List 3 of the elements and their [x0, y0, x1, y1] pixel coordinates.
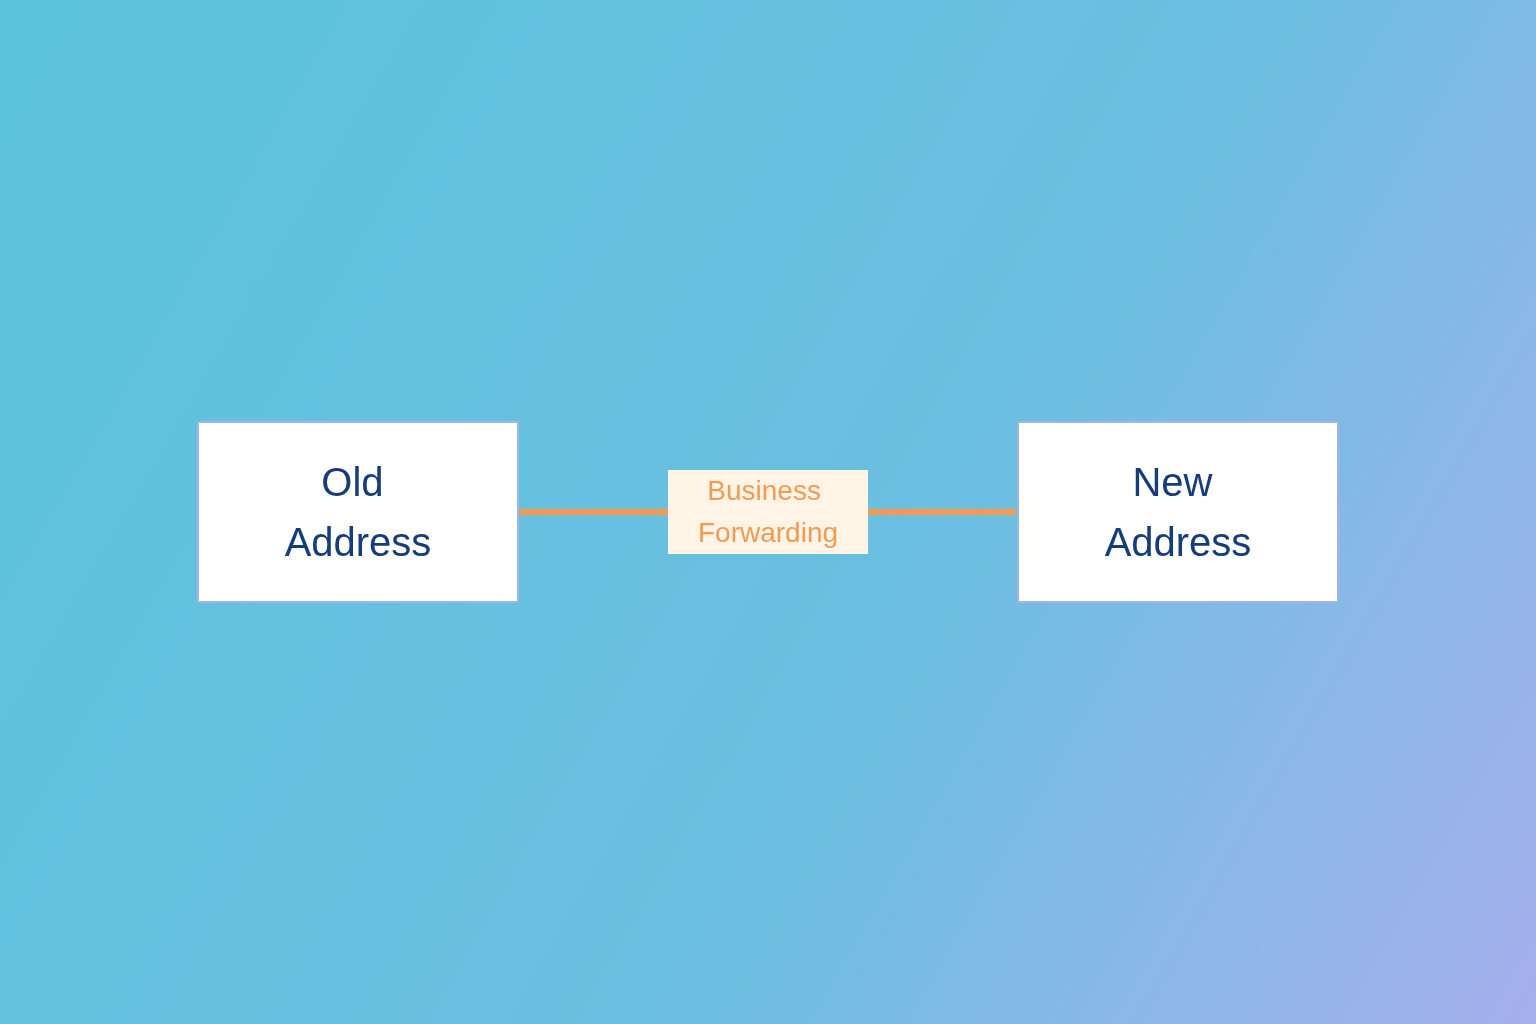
edge-label: Business Forwarding	[697, 475, 839, 548]
node-box: Old Address	[197, 421, 519, 603]
node-box: New Address	[1017, 421, 1339, 603]
